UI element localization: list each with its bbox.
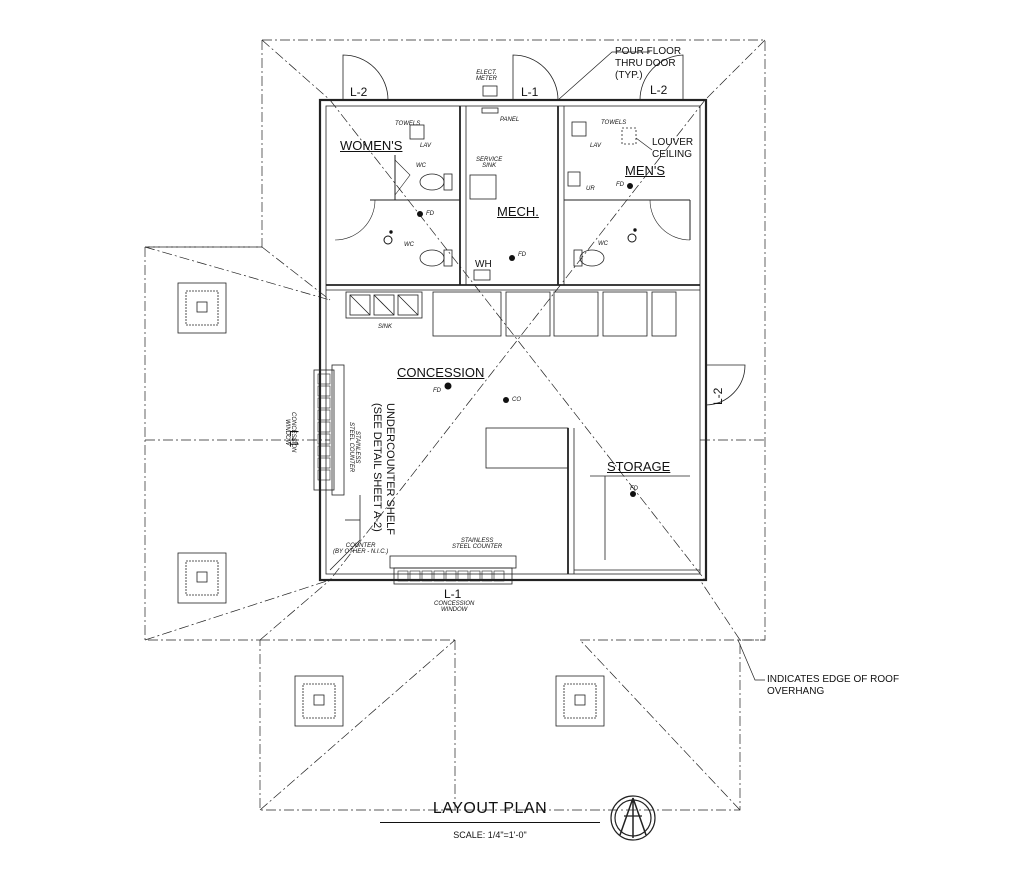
co-label: CO — [512, 397, 521, 403]
wc-label-3: WC — [598, 241, 608, 247]
note-stainless-side: STAINLESS STEEL COUNTER — [348, 422, 360, 473]
accessibility-icons — [383, 228, 637, 245]
elect-meter-label: ELECT. METER — [476, 70, 497, 82]
concession-counters — [313, 364, 517, 585]
window-mullions — [317, 373, 505, 582]
room-label-mens: MEN'S — [625, 163, 666, 178]
fd-label-concession: FD — [433, 388, 441, 394]
fd-label-mech: FD — [518, 252, 526, 258]
service-sink-label: SERVICE SINK — [476, 157, 503, 169]
interior-walls — [326, 106, 700, 574]
drawing-title: LAYOUT PLAN — [432, 800, 548, 817]
tag-l1-bottom-window: L-1 — [444, 587, 462, 601]
fd-label-mens: FD — [616, 182, 624, 188]
towels-label-womens: TOWELS — [395, 121, 421, 127]
ur-label: UR — [586, 186, 595, 192]
concession-equipment — [345, 291, 690, 560]
wh-label: WH — [475, 259, 492, 270]
fd-label-storage: FD — [630, 486, 638, 492]
lav-label-mens: LAV — [590, 143, 602, 149]
sink-label: SINK — [378, 324, 393, 330]
stall-swings — [334, 159, 691, 241]
drawing-scale: SCALE: 1/4"=1'-0" — [453, 830, 527, 840]
note-undercounter-shelf: UNDERCOUNTER SHELF (SEE DETAIL SHEET A-2… — [370, 403, 396, 536]
tag-l2-mens-door: L-2 — [650, 83, 668, 97]
panel-label: PANEL — [500, 117, 520, 123]
roof-overhang-outline — [144, 39, 766, 811]
wc-label-1: WC — [416, 163, 426, 169]
lav-label-womens: LAV — [420, 143, 432, 149]
title-underline — [380, 822, 600, 823]
room-label-mech: MECH. — [497, 204, 539, 219]
note-roof-edge: INDICATES EDGE OF ROOF OVERHANG — [767, 674, 900, 697]
towels-label-mens: TOWELS — [601, 120, 627, 126]
plumbing-fixtures — [409, 85, 637, 281]
tag-l2-womens-door: L-2 — [350, 85, 368, 99]
tag-l1-mech-door: L-1 — [521, 85, 539, 99]
note-louver-ceiling: LOUVER CEILING — [652, 137, 694, 160]
note-window-bottom: CONCESSION WINDOW — [434, 601, 475, 613]
note-counter-other: COUNTER (BY OTHER - N.I.C.) — [333, 543, 389, 555]
note-stainless-bottom: STAINLESS STEEL COUNTER — [452, 538, 503, 550]
room-label-storage: STORAGE — [607, 459, 671, 474]
note-window-side: CONCESSION WINDOW — [284, 412, 296, 453]
floor-drains — [417, 183, 636, 497]
fd-label-womens: FD — [426, 211, 434, 217]
column-piers — [177, 282, 605, 727]
note-pour-floor: POUR FLOOR THRU DOOR (TYP.) — [615, 46, 682, 81]
north-arrow — [610, 795, 656, 841]
room-label-concession: CONCESSION — [397, 365, 485, 380]
wc-label-2: WC — [404, 242, 414, 248]
leader-lines — [557, 51, 765, 681]
room-label-womens: WOMEN'S — [340, 138, 403, 153]
door-swings — [342, 54, 746, 406]
tag-l2-storage-door: L-2 — [711, 387, 725, 405]
